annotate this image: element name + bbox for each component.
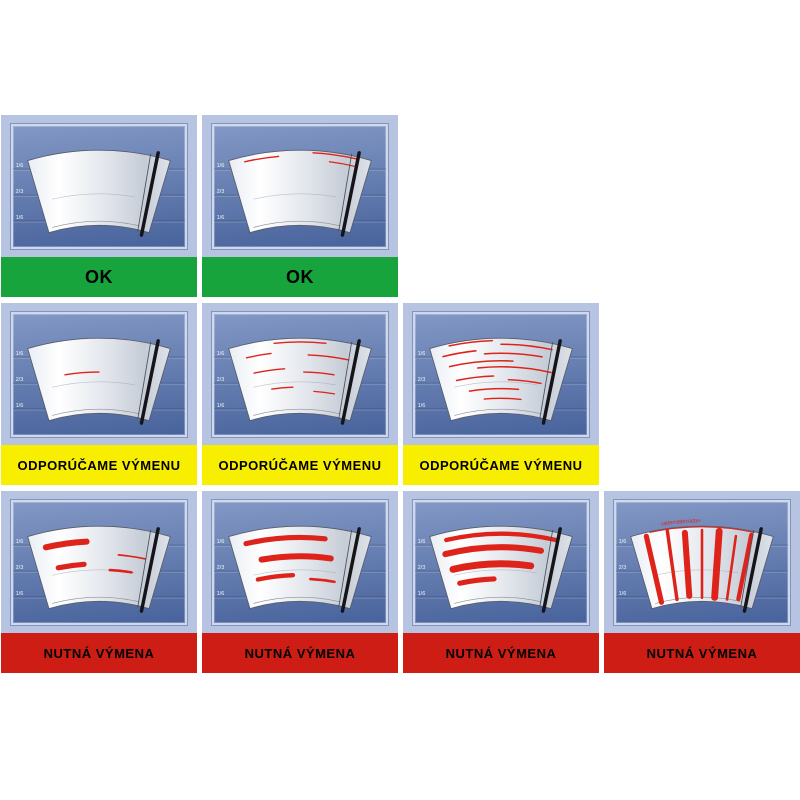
windshield-glass [228, 337, 372, 422]
wiper-blade [139, 151, 160, 237]
panel-frame: 1/6 2/3 1/6 ratterratterratter [604, 491, 800, 633]
wear-cell: 1/6 2/3 1/6 ODPORÚČAME VÝMENU [403, 303, 599, 485]
windshield-illustration: 1/6 2/3 1/6 [13, 337, 185, 425]
windshield-panel: 1/6 2/3 1/6 ratterratterratter [614, 500, 790, 625]
wiper-blade [139, 339, 160, 425]
windshield-panel: 1/6 2/3 1/6 [212, 312, 388, 437]
wear-cell: 1/6 2/3 1/6 ratterratterratter NUTNÁ VÝMENA [604, 491, 800, 673]
svg-text:2/3: 2/3 [619, 565, 627, 571]
svg-text:1/6: 1/6 [418, 539, 426, 545]
svg-text:1/6: 1/6 [217, 591, 225, 597]
wear-cell: 1/6 2/3 1/6 ODPORÚČAME VÝMENU [202, 303, 398, 485]
svg-text:1/6: 1/6 [16, 215, 24, 221]
svg-text:2/3: 2/3 [418, 565, 426, 571]
wear-streaks [243, 534, 336, 584]
panel-frame: 1/6 2/3 1/6 [1, 491, 197, 633]
panel-frame: 1/6 2/3 1/6 [403, 303, 599, 445]
svg-text:1/6: 1/6 [16, 351, 24, 357]
wiper-blade [541, 527, 562, 613]
wear-streaks [442, 531, 558, 586]
windshield-illustration: 1/6 2/3 1/6 [13, 149, 185, 237]
svg-text:1/6: 1/6 [418, 403, 426, 409]
svg-text:2/3: 2/3 [418, 377, 426, 383]
row-recommend-replacement: 1/6 2/3 1/6 ODPORÚČAME VÝMENU 1/6 2/3 1/6 OD… [1, 303, 800, 485]
svg-text:1/6: 1/6 [16, 163, 24, 169]
wear-streaks [442, 339, 553, 401]
status-label: NUTNÁ VÝMENA [1, 633, 197, 673]
svg-text:1/6: 1/6 [217, 163, 225, 169]
wiper-blade [340, 151, 361, 237]
windshield-panel: 1/6 2/3 1/6 [413, 500, 589, 625]
panel-frame: 1/6 2/3 1/6 [1, 303, 197, 445]
windshield-glass [27, 337, 171, 422]
wear-cell: 1/6 2/3 1/6 NUTNÁ VÝMENA [403, 491, 599, 673]
panel-frame: 1/6 2/3 1/6 [202, 115, 398, 257]
status-label: ODPORÚČAME VÝMENU [403, 445, 599, 485]
svg-text:2/3: 2/3 [217, 565, 225, 571]
row-replacement-required: 1/6 2/3 1/6 NUTNÁ VÝMENA 1/6 2/3 1/6 NUTNÁ V… [1, 491, 800, 673]
windshield-glass [429, 525, 573, 610]
windshield-panel: 1/6 2/3 1/6 [212, 500, 388, 625]
wear-cell: 1/6 2/3 1/6 NUTNÁ VÝMENA [202, 491, 398, 673]
windshield-illustration: 1/6 2/3 1/6 [214, 337, 386, 425]
svg-text:2/3: 2/3 [16, 189, 24, 195]
windshield-illustration: 1/6 2/3 1/6 [415, 337, 587, 425]
svg-text:1/6: 1/6 [217, 351, 225, 357]
status-label: ODPORÚČAME VÝMENU [202, 445, 398, 485]
wear-cell: 1/6 2/3 1/6 ODPORÚČAME VÝMENU [1, 303, 197, 485]
windshield-panel: 1/6 2/3 1/6 [11, 312, 187, 437]
wear-streaks [42, 538, 147, 574]
svg-text:2/3: 2/3 [16, 377, 24, 383]
status-label: OK [202, 257, 398, 297]
wiper-blade [340, 527, 361, 613]
svg-text:1/6: 1/6 [418, 591, 426, 597]
wiper-wear-guide: 1/6 2/3 1/6 OK 1/6 2/3 1/6 OK 1/6 2/3 1/6 ODPO… [1, 115, 800, 679]
status-label: OK [1, 257, 197, 297]
row-ok: 1/6 2/3 1/6 OK 1/6 2/3 1/6 OK [1, 115, 800, 297]
windshield-glass [429, 337, 573, 422]
svg-text:1/6: 1/6 [16, 539, 24, 545]
judder-annotation: ratterratterratter [661, 518, 701, 527]
status-label: NUTNÁ VÝMENA [403, 633, 599, 673]
wear-streaks [643, 526, 755, 605]
windshield-panel: 1/6 2/3 1/6 [11, 500, 187, 625]
windshield-illustration: 1/6 2/3 1/6 [13, 525, 185, 613]
windshield-illustration: 1/6 2/3 1/6 ratterratterratter [616, 518, 788, 613]
wiper-blade [139, 527, 160, 613]
svg-text:1/6: 1/6 [16, 591, 24, 597]
wear-cell: 1/6 2/3 1/6 OK [1, 115, 197, 297]
windshield-illustration: 1/6 2/3 1/6 [214, 525, 386, 613]
status-label: NUTNÁ VÝMENA [202, 633, 398, 673]
wear-streaks [64, 371, 100, 376]
windshield-glass [27, 149, 171, 234]
wear-cell: 1/6 2/3 1/6 NUTNÁ VÝMENA [1, 491, 197, 673]
svg-text:1/6: 1/6 [217, 539, 225, 545]
panel-frame: 1/6 2/3 1/6 [202, 491, 398, 633]
windshield-panel: 1/6 2/3 1/6 [212, 124, 388, 249]
wear-cell: 1/6 2/3 1/6 OK [202, 115, 398, 297]
windshield-illustration: 1/6 2/3 1/6 [214, 149, 386, 237]
svg-text:2/3: 2/3 [217, 189, 225, 195]
windshield-glass [228, 149, 372, 234]
wiper-blade [340, 339, 361, 425]
svg-text:2/3: 2/3 [16, 565, 24, 571]
svg-text:1/6: 1/6 [619, 591, 627, 597]
panel-frame: 1/6 2/3 1/6 [403, 491, 599, 633]
svg-text:1/6: 1/6 [217, 403, 225, 409]
svg-text:1/6: 1/6 [217, 215, 225, 221]
windshield-illustration: 1/6 2/3 1/6 [415, 525, 587, 613]
svg-text:1/6: 1/6 [418, 351, 426, 357]
status-label: ODPORÚČAME VÝMENU [1, 445, 197, 485]
windshield-glass [228, 525, 372, 610]
svg-text:1/6: 1/6 [619, 539, 627, 545]
svg-text:2/3: 2/3 [217, 377, 225, 383]
windshield-panel: 1/6 2/3 1/6 [11, 124, 187, 249]
panel-frame: 1/6 2/3 1/6 [202, 303, 398, 445]
status-label: NUTNÁ VÝMENA [604, 633, 800, 673]
wiper-blade [742, 527, 763, 613]
windshield-panel: 1/6 2/3 1/6 [413, 312, 589, 437]
svg-text:1/6: 1/6 [16, 403, 24, 409]
wiper-blade [541, 339, 562, 425]
panel-frame: 1/6 2/3 1/6 [1, 115, 197, 257]
